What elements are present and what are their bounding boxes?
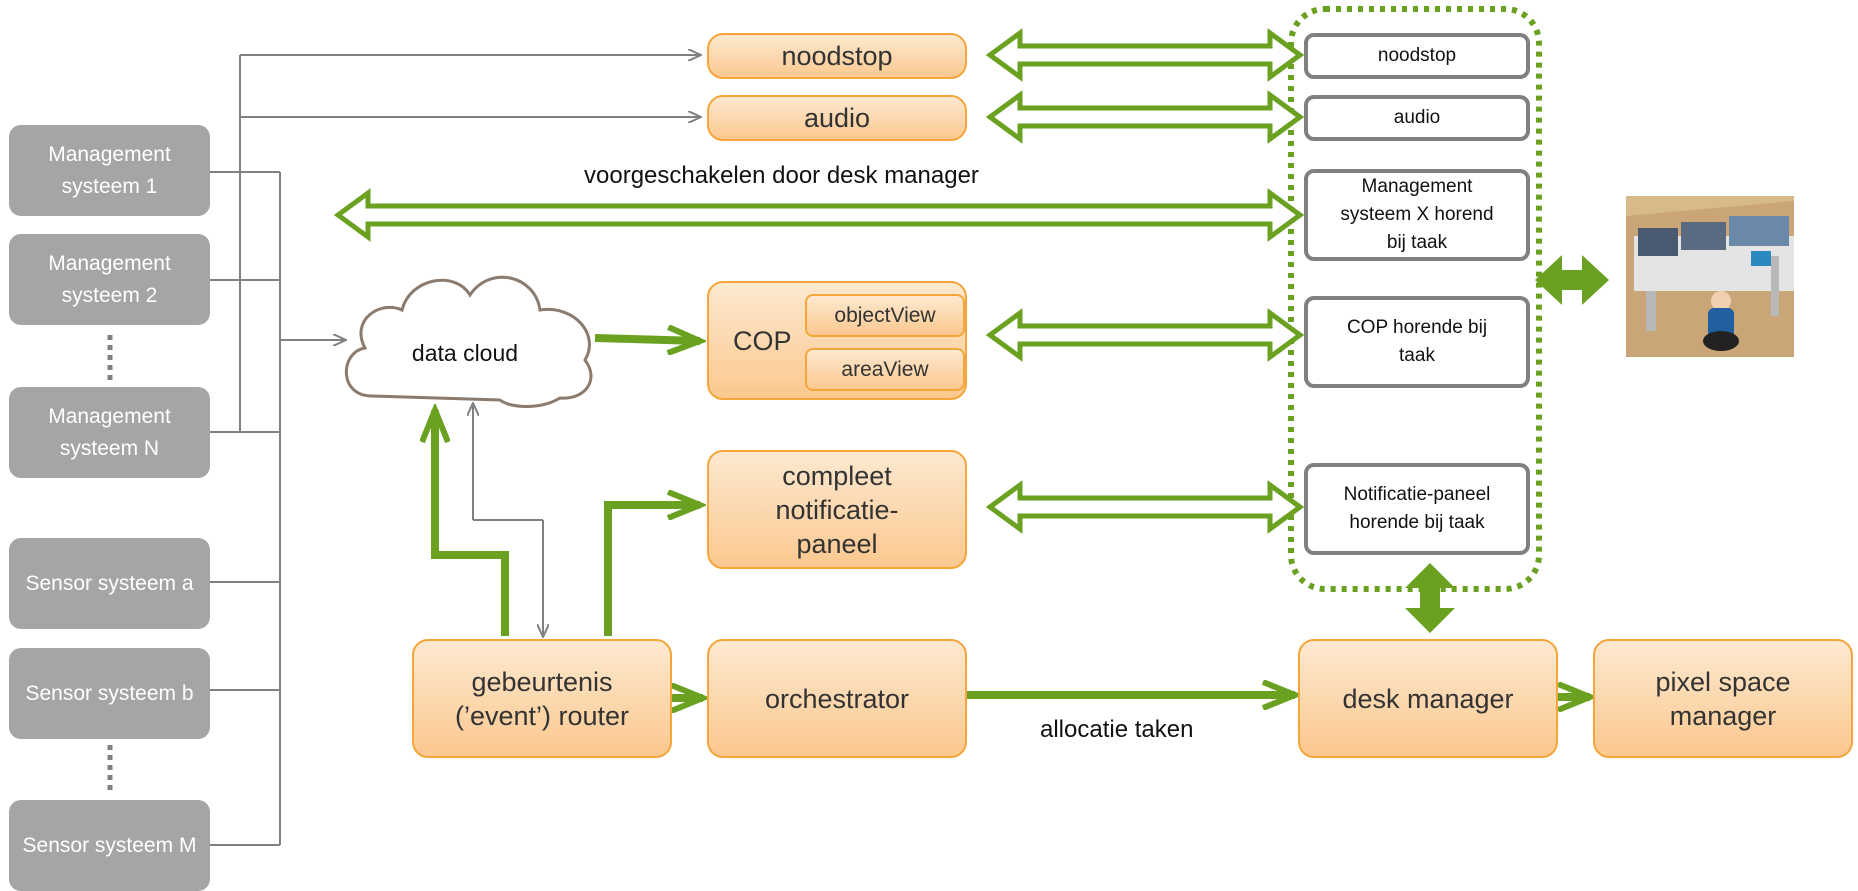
desk-cop-label: COP horende bij taak bbox=[1346, 317, 1488, 366]
data-cloud-shape bbox=[344, 275, 593, 408]
areaview-label: areaView bbox=[841, 357, 929, 381]
notificatiepaneel-module: compleet notificatie-paneel bbox=[707, 450, 967, 569]
event-router-module: gebeurtenis (’event’) router bbox=[412, 639, 672, 758]
desk-audio-label: audio bbox=[1393, 107, 1441, 128]
desk-manager-label: desk manager bbox=[1342, 683, 1514, 714]
sensor-systeem-a-box: Sensor systeem a bbox=[9, 538, 210, 629]
sensor-systeem-b-box: Sensor systeem b bbox=[9, 648, 210, 739]
desk-noodstop-panel: noodstop bbox=[1304, 33, 1530, 79]
objectview-label: objectView bbox=[834, 303, 936, 327]
management-systeem-n-label: Management systeem N bbox=[48, 404, 171, 460]
management-systeem-n-box: Management systeem N bbox=[9, 387, 210, 478]
desk-management-x-label: Management systeem X horend bij taak bbox=[1340, 176, 1494, 253]
management-systeem-1-label: Management systeem 1 bbox=[48, 142, 171, 198]
noodstop-module: noodstop bbox=[707, 33, 967, 79]
sensor-systeem-b-label: Sensor systeem b bbox=[25, 681, 194, 705]
double-arrows bbox=[333, 28, 1305, 534]
green-flow-arrows bbox=[435, 338, 1590, 698]
orchestrator-module: orchestrator bbox=[707, 639, 967, 758]
management-systeem-2-label: Management systeem 2 bbox=[48, 251, 171, 307]
sensor-systeem-a-label: Sensor systeem a bbox=[25, 571, 194, 595]
audio-module-label: audio bbox=[803, 103, 871, 133]
desk-notificatie-panel: Notificatie-paneel horende bij taak bbox=[1304, 463, 1530, 555]
notificatiepaneel-label: compleet notificatie-paneel bbox=[775, 460, 899, 559]
audio-module: audio bbox=[707, 95, 967, 141]
areaview-module: areaView bbox=[805, 348, 965, 391]
cop-module-label: COP bbox=[733, 325, 792, 356]
desk-panel-container bbox=[1288, 6, 1542, 592]
control-desk-photo bbox=[1626, 196, 1794, 357]
control-desk-illustration bbox=[1626, 196, 1794, 357]
data-cloud-label: data cloud bbox=[411, 340, 519, 366]
objectview-module: objectView bbox=[805, 294, 965, 337]
sensor-systeem-m-label: Sensor systeem M bbox=[22, 833, 197, 857]
pixel-space-manager-module: pixel space manager bbox=[1593, 639, 1853, 758]
desk-cop-panel: COP horende bij taak bbox=[1304, 296, 1530, 388]
desk-manager-module: desk manager bbox=[1298, 639, 1558, 758]
desk-audio-panel: audio bbox=[1304, 95, 1530, 141]
desk-noodstop-label: noodstop bbox=[1377, 45, 1457, 66]
allocatie-taken-annotation: allocatie taken bbox=[1040, 716, 1194, 743]
event-router-label: gebeurtenis (’event’) router bbox=[454, 666, 630, 731]
solid-double-arrows bbox=[1405, 255, 1609, 633]
noodstop-module-label: noodstop bbox=[781, 41, 893, 71]
desk-notificatie-label: Notificatie-paneel horende bij taak bbox=[1343, 484, 1491, 533]
voorgeschakeld-annotation: voorgeschakelen door desk manager bbox=[584, 162, 979, 189]
management-systeem-2-box: Management systeem 2 bbox=[9, 234, 210, 325]
desk-management-x-panel: Management systeem X horend bij taak bbox=[1304, 169, 1530, 261]
orchestrator-label: orchestrator bbox=[764, 683, 910, 714]
pixel-space-manager-label: pixel space manager bbox=[1655, 666, 1791, 731]
sensor-systeem-m-box: Sensor systeem M bbox=[9, 800, 210, 891]
source-bus-lines bbox=[210, 55, 700, 846]
management-systeem-1-box: Management systeem 1 bbox=[9, 125, 210, 216]
